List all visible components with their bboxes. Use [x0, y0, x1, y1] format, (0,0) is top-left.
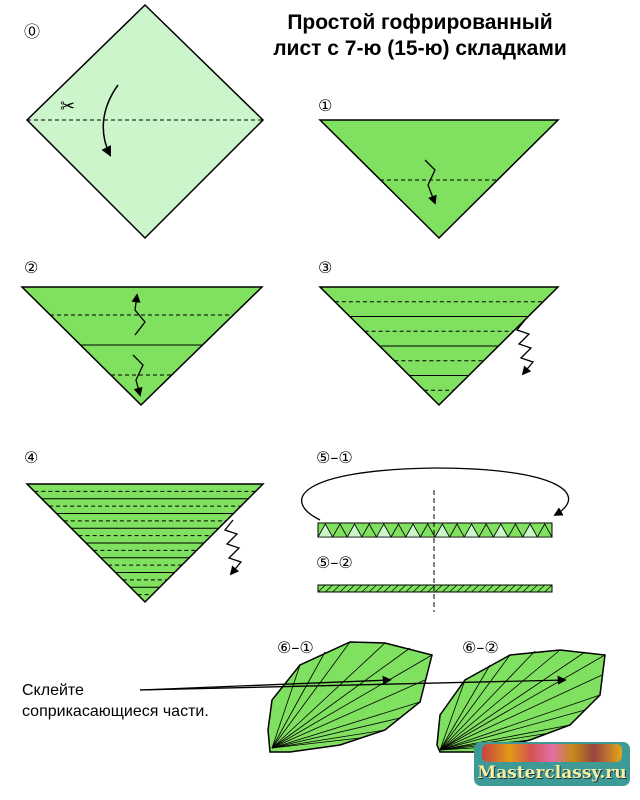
step-1-label: ①	[318, 96, 333, 115]
step-0-label: ⓪	[24, 22, 41, 41]
step-2-triangle	[20, 286, 264, 407]
step-4-label: ④	[24, 448, 39, 467]
site-logo[interactable]: Masterclassy.ru	[474, 742, 630, 786]
note-line-1: Склейте	[22, 682, 84, 699]
step-4-triangle	[25, 483, 265, 604]
step-5-2-label: ⑤–②	[316, 553, 353, 572]
step-1-triangle	[318, 119, 560, 240]
step-6-leaf-2	[436, 649, 606, 753]
step-6-2-label: ⑥–②	[462, 638, 499, 657]
logo-text: Masterclassy.ru	[477, 763, 627, 783]
step-2-label: ②	[24, 258, 39, 277]
page-title: Простой гофрированный лист с 7-ю (15-ю) …	[240, 10, 600, 62]
note-line-2: соприкасающиеся части.	[22, 703, 209, 720]
scissors-icon: ✂	[60, 96, 75, 116]
step-0-square: ✂	[25, 3, 265, 240]
logo-decoration	[482, 744, 622, 762]
fold-arrow-icon	[101, 84, 119, 157]
step-3-label: ③	[318, 258, 333, 277]
title-line-2: лист с 7-ю (15-ю) складками	[273, 37, 567, 60]
title-line-1: Простой гофрированный	[287, 11, 553, 34]
step-5-1-label: ⑤–①	[316, 448, 353, 467]
glue-instruction: Склейте соприкасающиеся части.	[22, 680, 209, 722]
step-3-triangle	[318, 286, 560, 407]
step-6-1-label: ⑥–①	[277, 638, 314, 657]
step-6-leaf-1	[267, 641, 433, 753]
step-5-strips	[301, 467, 570, 612]
